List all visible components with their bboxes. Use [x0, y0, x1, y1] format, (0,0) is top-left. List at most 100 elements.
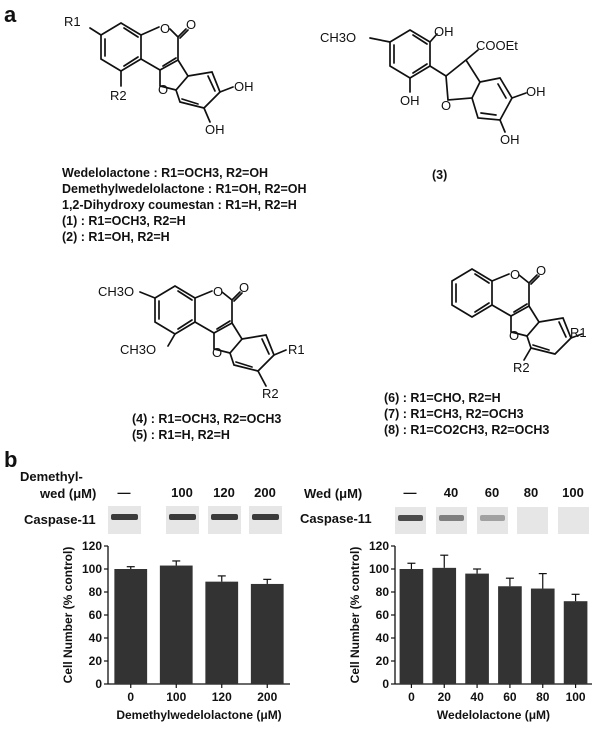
atom-o-furan: O	[158, 82, 168, 97]
atom-r2: R2	[513, 360, 530, 375]
caption-compound-5: (5) : R1=H, R2=H	[132, 428, 230, 442]
chart-right-bar-1	[432, 567, 457, 684]
atom-ch3o-bottom: CH3O	[120, 342, 156, 357]
structure-compound-4: CH3O CH3O O O O R1 R2	[98, 280, 305, 401]
chart-right-bar-2	[465, 573, 489, 684]
chart-right-bar-3	[498, 586, 522, 684]
chart-right-ytick-label-0: 0	[382, 677, 389, 691]
captions-structure-6: (6) : R1=CHO, R2=H (7) : R1=CH3, R2=OCH3…	[384, 391, 549, 437]
caption-compound-4: (4) : R1=OCH3, R2=OCH3	[132, 412, 281, 426]
chart-right-xlabel: Wedelolactone (μM)	[437, 708, 550, 722]
chart-right-bar-0	[399, 569, 424, 684]
blot-left-dose-2: 120	[213, 485, 235, 500]
caption-compound-7: (7) : R1=CH3, R2=OCH3	[384, 407, 524, 421]
atom-o-carbonyl: O	[186, 17, 196, 32]
chart-right-xtick-label-3: 60	[503, 690, 517, 704]
atom-o-furan: O	[212, 345, 222, 360]
caption-dihydroxy-coumestan: 1,2-Dihydroxy coumestan : R1=H, R2=H	[62, 198, 297, 212]
blot-left-band-0	[111, 514, 138, 520]
chart-right-xtick-label-2: 40	[470, 690, 484, 704]
caption-demethylwedelolactone: Demethylwedelolactone : R1=OH, R2=OH	[62, 182, 307, 196]
chart-left-ytick-label-6: 120	[82, 539, 102, 553]
atom-o-ring: O	[213, 284, 223, 299]
atom-oh-1: OH	[234, 79, 254, 94]
blot-left-treatment-line2: wed (μM)	[39, 486, 96, 501]
atom-r2: R2	[262, 386, 279, 401]
chart-right-xtick-label-1: 20	[438, 690, 452, 704]
atom-r1: R1	[288, 342, 305, 357]
atom-r1: R1	[570, 325, 587, 340]
blot-left-band-1	[169, 514, 196, 520]
caption-compound-8: (8) : R1=CO2CH3, R2=OCH3	[384, 423, 549, 437]
blot-right-dose-3: 80	[524, 485, 538, 500]
blot-right-dose-4: 100	[562, 485, 584, 500]
atom-oh-right-1: OH	[526, 84, 546, 99]
chart-left-xtick-label-0: 0	[127, 690, 134, 704]
chart-left-bar-1	[159, 565, 193, 684]
chart-right-xtick-label-0: 0	[408, 690, 415, 704]
caption-wedelolactone: Wedelolactone : R1=OCH3, R2=OH	[62, 166, 268, 180]
atom-cooet: COOEt	[476, 38, 518, 53]
blot-right-treatment: Wed (μM)	[304, 486, 362, 501]
atom-o-ring: O	[160, 21, 170, 36]
blot-right-dose-1: 40	[444, 485, 458, 500]
blot-right-lane-3	[517, 507, 548, 534]
atom-ch3o: CH3O	[320, 30, 356, 45]
bar-chart-demethylwedelolactone: 0 20 40 60 80 100 120 0 100 120 200Demethylwedelol…	[61, 539, 290, 722]
atom-r2: R2	[110, 88, 127, 103]
blot-left-dose-0: —	[118, 485, 131, 500]
caption-compound-2: (2) : R1=OH, R2=H	[62, 230, 170, 244]
chart-left-ytick-label-1: 20	[89, 654, 103, 668]
chart-right-bar-4	[530, 588, 555, 684]
chart-right-bar-5	[563, 601, 588, 684]
blot-right-protein: Caspase-11	[300, 511, 372, 526]
chart-left-ytick-label-5: 100	[82, 562, 102, 576]
blot-left-treatment-line1: Demethyl-	[20, 469, 83, 484]
blot-right-band-1	[439, 515, 464, 521]
atom-o-carbonyl: O	[536, 263, 546, 278]
chart-right-ytick-label-1: 20	[376, 654, 390, 668]
captions-structure-1: Wedelolactone : R1=OCH3, R2=OH Demethylw…	[62, 166, 307, 244]
chart-left-bar-3	[250, 583, 284, 684]
caption-compound-3: (3)	[432, 168, 447, 182]
blot-right-band-0	[398, 515, 423, 521]
chart-left-ytick-label-0: 0	[95, 677, 102, 691]
chart-left-ytick-label-4: 80	[89, 585, 103, 599]
atom-o-furan: O	[441, 98, 451, 113]
structure-compound-6: O O O R1 R2	[451, 263, 587, 375]
chart-left-ytick-label-3: 60	[89, 608, 103, 622]
atom-r1: R1	[64, 14, 81, 29]
blot-right-dose-2: 60	[485, 485, 499, 500]
blot-left-dose-1: 100	[171, 485, 193, 500]
panel-label-a: a	[4, 2, 17, 27]
captions-structure-4: (4) : R1=OCH3, R2=OCH3 (5) : R1=H, R2=H	[132, 412, 281, 442]
chart-left-ytick-label-2: 40	[89, 631, 103, 645]
chart-left-xlabel: Demethylwedelolactone (μM)	[116, 708, 281, 722]
chart-left-bar-0	[114, 569, 148, 684]
chart-left-xtick-label-3: 200	[257, 690, 277, 704]
blot-right-lane-2	[477, 507, 508, 534]
blot-right-band-2	[480, 515, 505, 521]
chart-left-xtick-label-1: 100	[166, 690, 186, 704]
blot-right-lane-4	[558, 507, 589, 534]
blot-left-protein: Caspase-11	[24, 512, 96, 527]
blot-left-band-2	[211, 514, 238, 520]
chart-right-ytick-label-4: 80	[376, 585, 390, 599]
blot-right: Wed (μM) — 40 60 80 100 Caspase-11	[300, 485, 589, 534]
chart-left-ylabel: Cell Number (% control)	[61, 547, 75, 684]
blot-left-band-3	[252, 514, 279, 520]
chart-right-xtick-label-4: 80	[536, 690, 550, 704]
caption-compound-6: (6) : R1=CHO, R2=H	[384, 391, 501, 405]
chart-right-ytick-label-5: 100	[369, 562, 389, 576]
chart-right-xtick-label-5: 100	[566, 690, 586, 704]
structure-coumestan-1: R1 R2 O O O OH OH	[64, 14, 254, 137]
atom-oh-top: OH	[434, 24, 454, 39]
atom-oh-right-2: OH	[500, 132, 520, 147]
chart-right-ytick-label-6: 120	[369, 539, 389, 553]
chart-left-xtick-label-2: 120	[212, 690, 232, 704]
atom-o-furan: O	[509, 328, 519, 343]
blot-left: Demethyl- wed (μM) — 100 120 200 Caspase…	[20, 469, 282, 534]
chart-left-bar-2	[205, 581, 239, 684]
atom-o-ring: O	[510, 267, 520, 282]
